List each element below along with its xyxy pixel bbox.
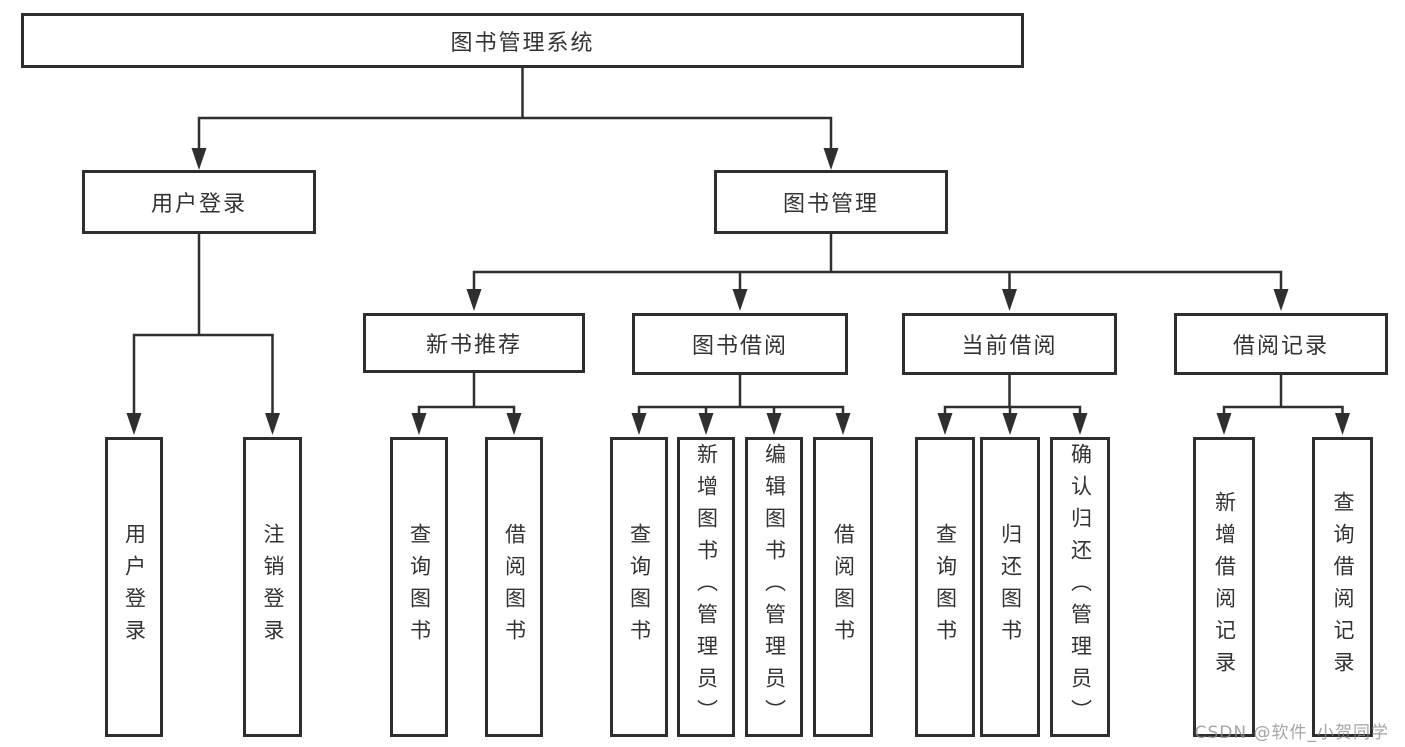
leaf-add-borrow-record-label: 新增借阅记录 <box>1212 491 1237 683</box>
leaf-edit-book-admin-label: 编辑图书（管理员） <box>762 443 787 731</box>
node-root-label: 图书管理系统 <box>450 30 595 56</box>
node-book-management-label: 图书管理 <box>782 192 879 217</box>
leaf-add-borrow-record: 新增借阅记录 <box>1193 437 1255 737</box>
leaf-borrow-book-recommend-label: 借阅图书 <box>502 523 527 651</box>
node-book-borrow-label: 图书借阅 <box>691 334 788 359</box>
leaf-query-book-borrow-label: 查询图书 <box>627 523 652 651</box>
leaf-logout-login-label: 注销登录 <box>261 523 285 651</box>
node-borrow-record: 借阅记录 <box>1174 313 1388 375</box>
leaf-confirm-return-admin: 确认归还（管理员） <box>1050 437 1110 737</box>
leaf-borrow-book-recommend: 借阅图书 <box>485 437 543 737</box>
leaf-user-login-label: 用户登录 <box>122 523 147 651</box>
leaf-return-book: 归还图书 <box>980 437 1040 737</box>
csdn-watermark: CSDN @软件_小贺同学 <box>1194 723 1389 743</box>
node-user-login-label: 用户登录 <box>150 192 247 217</box>
leaf-borrow-book-label: 借阅图书 <box>831 523 856 651</box>
leaf-query-book-current-label: 查询图书 <box>933 523 958 651</box>
leaf-query-book-recommend-label: 查询图书 <box>407 523 432 651</box>
node-current-borrow: 当前借阅 <box>902 313 1117 375</box>
leaf-query-borrow-record: 查询借阅记录 <box>1312 437 1373 737</box>
node-user-login: 用户登录 <box>82 170 316 234</box>
leaf-logout-login: 注销登录 <box>243 437 302 737</box>
leaf-user-login: 用户登录 <box>105 437 163 737</box>
leaf-add-book-admin-label: 新增图书（管理员） <box>694 443 719 731</box>
node-current-borrow-label: 当前借阅 <box>961 334 1058 359</box>
leaf-confirm-return-admin-label: 确认归还（管理员） <box>1068 443 1093 731</box>
node-root: 图书管理系统 <box>21 13 1024 68</box>
leaf-query-book-borrow: 查询图书 <box>610 437 668 737</box>
leaf-query-book-current: 查询图书 <box>915 437 975 737</box>
leaf-query-book-recommend: 查询图书 <box>390 437 448 737</box>
node-new-book-recommend: 新书推荐 <box>363 313 585 373</box>
arrowheads <box>126 148 1350 435</box>
node-borrow-record-label: 借阅记录 <box>1232 334 1329 359</box>
leaf-borrow-book: 借阅图书 <box>813 437 873 737</box>
node-book-management: 图书管理 <box>714 170 948 234</box>
leaf-return-book-label: 归还图书 <box>998 523 1023 651</box>
node-new-book-recommend-label: 新书推荐 <box>425 333 522 358</box>
leaf-query-borrow-record-label: 查询借阅记录 <box>1331 491 1355 683</box>
leaf-edit-book-admin: 编辑图书（管理员） <box>745 437 803 737</box>
node-book-borrow: 图书借阅 <box>632 313 848 375</box>
leaf-add-book-admin: 新增图书（管理员） <box>677 437 735 737</box>
